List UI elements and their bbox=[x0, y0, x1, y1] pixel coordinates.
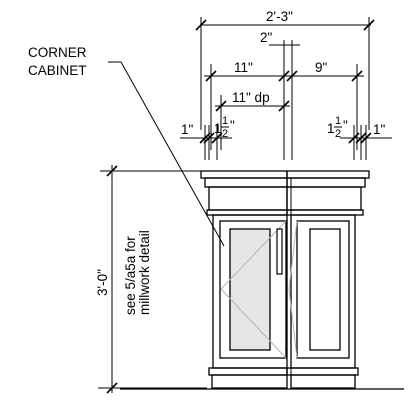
left-width-label: 11" bbox=[234, 60, 253, 75]
side-note-line-1: see 5/a5a for bbox=[123, 236, 138, 315]
svg-text:": " bbox=[230, 118, 235, 133]
left-reveal-label: 1" bbox=[181, 122, 194, 137]
left-door-handle bbox=[276, 228, 283, 275]
svg-text:1: 1 bbox=[222, 115, 228, 127]
left-door-frame bbox=[219, 220, 287, 359]
callout-line-1: CORNER bbox=[28, 45, 87, 60]
callout-line-2: CABINET bbox=[28, 63, 87, 78]
right-door-swing-lines bbox=[288, 220, 298, 359]
svg-text:1: 1 bbox=[327, 121, 335, 136]
left-stile-fraction-label: 1 1 2 " bbox=[214, 115, 235, 140]
side-note-line-2: millwork detail bbox=[137, 230, 152, 315]
right-stile-fraction-label: 1 1 2 " bbox=[327, 115, 348, 140]
left-door-swing-lines bbox=[220, 220, 287, 359]
callout-leader-line bbox=[108, 61, 225, 247]
right-door-panel bbox=[309, 228, 341, 351]
svg-text:1: 1 bbox=[335, 115, 341, 127]
height-dimension-lines bbox=[98, 165, 207, 394]
right-cabinet-unit bbox=[286, 170, 370, 389]
gap-width-label: 2" bbox=[260, 30, 273, 45]
svg-text:": " bbox=[343, 118, 348, 133]
svg-text:1: 1 bbox=[214, 121, 222, 136]
svg-text:2: 2 bbox=[335, 128, 341, 140]
right-width-label: 9" bbox=[315, 60, 328, 75]
top-dimension-lines bbox=[180, 17, 392, 160]
left-door-glass-panel bbox=[229, 228, 271, 351]
overall-width-label: 2'-3" bbox=[266, 9, 293, 24]
svg-text:2: 2 bbox=[222, 128, 228, 140]
right-door-frame bbox=[296, 220, 350, 359]
right-reveal-label: 1" bbox=[373, 122, 386, 137]
height-label: 3'-0" bbox=[95, 269, 110, 296]
left-depth-label: 11" dp bbox=[232, 90, 270, 105]
